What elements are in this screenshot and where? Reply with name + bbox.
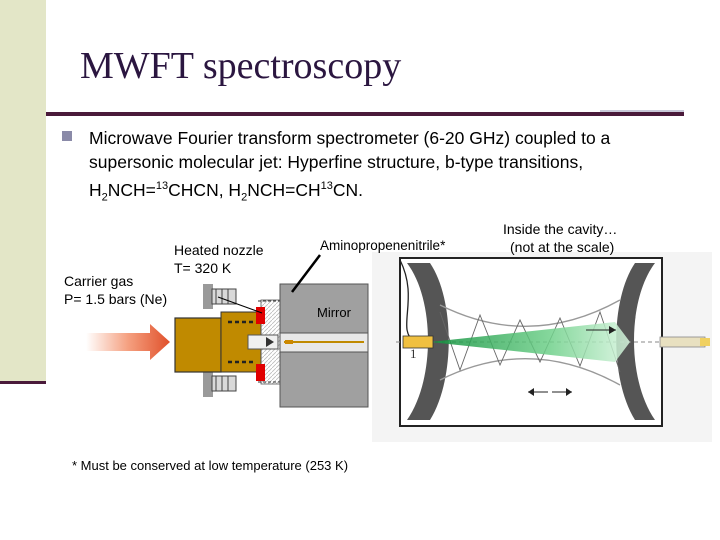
gas-flow-arrow: [86, 324, 170, 360]
footnote: * Must be conserved at low temperature (…: [72, 458, 349, 473]
mirror-label: Mirror: [317, 305, 351, 320]
nozzle-pointer: [217, 296, 263, 314]
molecule-label: Aminopropenenitrile*: [320, 238, 446, 253]
nozzle-assembly: [174, 284, 286, 397]
bullet-text: Microwave Fourier transform spectrometer…: [89, 126, 699, 209]
bullet-line-formulas: H2NCH=13CHCN, H2NCH=CH13CN.: [89, 179, 364, 204]
carrier-gas-label: Carrier gas: [64, 273, 134, 289]
cavity-diagram: 1: [372, 252, 712, 442]
molecular-beam: [430, 322, 630, 362]
title-rule: [46, 112, 684, 116]
bullet-line-2: supersonic molecular jet: Hyperfine stru…: [89, 152, 584, 172]
heated-nozzle-label: Heated nozzle: [174, 242, 264, 258]
vacuum-chamber: [279, 283, 369, 408]
bullet-icon: [62, 131, 72, 141]
molecule-pointer: [291, 254, 321, 293]
bullet-line-1: Microwave Fourier transform spectrometer…: [89, 128, 611, 148]
cavity-caption-line-1: Inside the cavity…: [503, 221, 618, 237]
svg-text:1: 1: [410, 346, 417, 361]
cavity-caption-line-2: (not at the scale): [510, 239, 615, 255]
sidebar-rule: [0, 381, 46, 384]
pressure-label: P= 1.5 bars (Ne): [64, 291, 168, 307]
slide-title: MWFT spectroscopy: [80, 45, 402, 87]
sidebar-decoration: [0, 0, 46, 384]
temperature-label: T= 320 K: [174, 260, 232, 276]
